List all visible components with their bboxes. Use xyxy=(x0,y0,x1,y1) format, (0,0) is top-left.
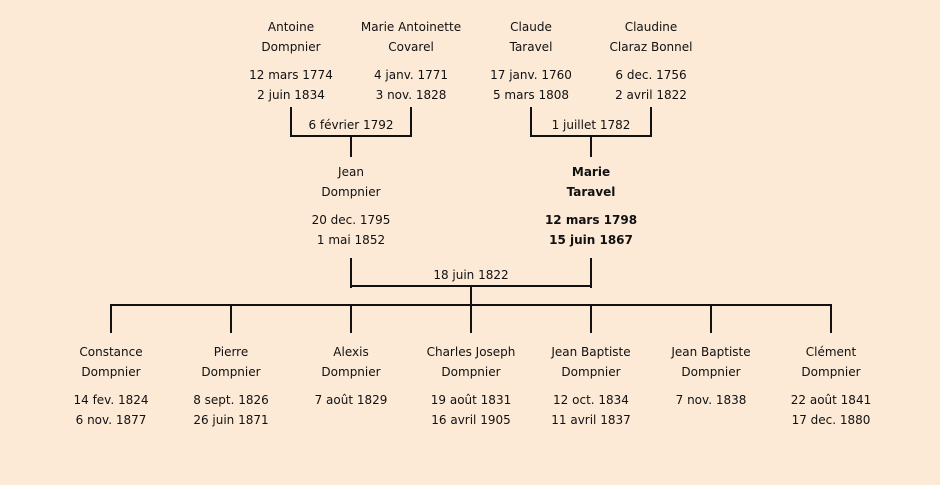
birth-date: 22 août 1841 xyxy=(790,393,872,407)
connector-line xyxy=(470,304,472,333)
person-last-name: Dompnier xyxy=(321,365,381,379)
person-first-name: Antoine xyxy=(267,20,315,34)
person-first-name: Jean Baptiste xyxy=(671,345,751,359)
person-last-name: Dompnier xyxy=(81,365,141,379)
person-last-name: Taravel xyxy=(566,185,616,199)
connector-line xyxy=(530,107,532,137)
marriage-date: 1 juillet 1782 xyxy=(551,118,631,132)
person-first-name: Marie xyxy=(571,165,611,179)
connector-line xyxy=(230,304,232,333)
person-first-name: Claudine xyxy=(624,20,678,34)
person-last-name: Dompnier xyxy=(441,365,501,379)
death-date: 17 dec. 1880 xyxy=(791,413,871,427)
birth-date: 20 dec. 1795 xyxy=(311,213,391,227)
death-date: 6 nov. 1877 xyxy=(75,413,147,427)
birth-date: 17 janv. 1760 xyxy=(490,68,572,82)
connector-line xyxy=(110,304,112,333)
death-date: 26 juin 1871 xyxy=(193,413,269,427)
connector-line xyxy=(590,135,592,157)
connector-line xyxy=(830,304,832,333)
person-first-name: Clément xyxy=(805,345,857,359)
death-date: 2 juin 1834 xyxy=(257,88,325,102)
birth-date: 14 fev. 1824 xyxy=(73,393,149,407)
connector-line xyxy=(710,304,712,333)
death-date: 3 nov. 1828 xyxy=(375,88,447,102)
death-date: 15 juin 1867 xyxy=(549,233,633,247)
birth-date: 12 oct. 1834 xyxy=(553,393,629,407)
birth-date: 8 sept. 1826 xyxy=(193,393,269,407)
connector-line xyxy=(470,285,472,306)
person-first-name: Constance xyxy=(79,345,143,359)
connector-line xyxy=(650,107,652,137)
person-last-name: Taravel xyxy=(509,40,553,54)
person-last-name: Dompnier xyxy=(801,365,861,379)
person-first-name: Jean Baptiste xyxy=(551,345,631,359)
death-date: 1 mai 1852 xyxy=(316,233,386,247)
connector-line xyxy=(350,135,352,157)
connector-line xyxy=(350,304,352,333)
marriage-date: 6 février 1792 xyxy=(308,118,394,132)
person-last-name: Claraz Bonnel xyxy=(609,40,693,54)
person-last-name: Dompnier xyxy=(321,185,381,199)
connector-line xyxy=(290,107,292,137)
connector-line xyxy=(350,258,352,288)
person-first-name: Alexis xyxy=(333,345,369,359)
person-first-name: Pierre xyxy=(213,345,249,359)
birth-date: 12 mars 1774 xyxy=(249,68,333,82)
death-date: 2 avril 1822 xyxy=(615,88,687,102)
person-first-name: Marie Antoinette xyxy=(360,20,462,34)
person-last-name: Dompnier xyxy=(261,40,321,54)
person-first-name: Jean xyxy=(338,165,364,179)
birth-date: 19 août 1831 xyxy=(430,393,512,407)
death-date: 11 avril 1837 xyxy=(551,413,631,427)
person-last-name: Dompnier xyxy=(681,365,741,379)
death-date: 16 avril 1905 xyxy=(431,413,511,427)
connector-line xyxy=(410,107,412,137)
person-last-name: Covarel xyxy=(388,40,434,54)
death-date: 5 mars 1808 xyxy=(492,88,570,102)
person-last-name: Dompnier xyxy=(201,365,261,379)
birth-date: 7 août 1829 xyxy=(314,393,388,407)
birth-date: 6 dec. 1756 xyxy=(615,68,687,82)
connector-line xyxy=(590,304,592,333)
birth-date: 12 mars 1798 xyxy=(544,213,638,227)
connector-line xyxy=(590,258,592,288)
birth-date: 7 nov. 1838 xyxy=(675,393,747,407)
birth-date: 4 janv. 1771 xyxy=(373,68,449,82)
person-last-name: Dompnier xyxy=(561,365,621,379)
person-first-name: Claude xyxy=(510,20,552,34)
person-first-name: Charles Joseph xyxy=(426,345,516,359)
marriage-date: 18 juin 1822 xyxy=(433,268,509,282)
